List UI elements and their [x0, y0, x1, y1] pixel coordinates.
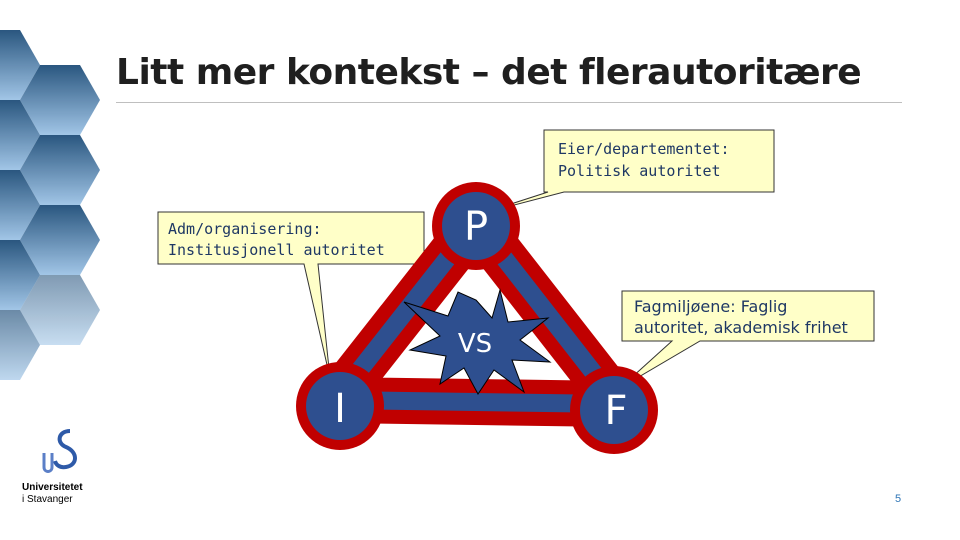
- node-p-label: P: [464, 204, 488, 250]
- title-divider: [116, 102, 902, 103]
- node-f-label: F: [604, 388, 627, 434]
- hexagon-pattern: [0, 30, 100, 380]
- triangle-ring-inner: [327, 213, 627, 413]
- vs-label: VS: [458, 329, 492, 359]
- logo-line2: i Stavanger: [22, 494, 73, 505]
- callout-fag-line1: Fagmiljøene: Faglig: [634, 297, 788, 316]
- callout-adm-line1: Adm/organisering:: [168, 220, 322, 238]
- callout-fag-box: [619, 290, 875, 389]
- callout-adm-box: [157, 211, 425, 379]
- callout-adm-line2: Institusjonell autoritet: [168, 241, 385, 259]
- callout-owner-line2: Politisk autoritet: [558, 162, 721, 180]
- page-number: 5: [895, 493, 902, 505]
- node-i-label: I: [334, 386, 346, 432]
- slide-title: Litt mer kontekst – det flerautoritære: [116, 52, 862, 93]
- logo-line1: Universitetet: [22, 482, 83, 493]
- university-logo: [42, 429, 77, 473]
- callout-fag-line2: autoritet, akademisk frihet: [634, 318, 848, 337]
- callout-owner-box: [479, 129, 775, 215]
- vs-starburst: [403, 288, 552, 395]
- callout-owner-line1: Eier/departementet:: [558, 140, 730, 158]
